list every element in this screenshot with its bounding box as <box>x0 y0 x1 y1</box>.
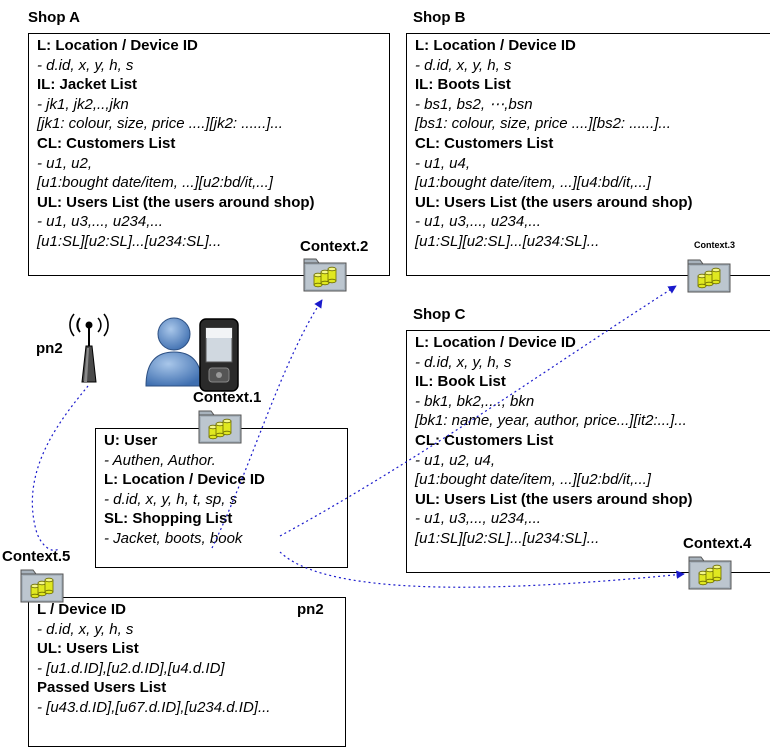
folder-database-icon <box>688 556 732 590</box>
location-heading: L: Location / Device ID <box>104 471 265 489</box>
users-ids: - u1, u3,..., u234,... <box>415 213 541 231</box>
shopping-list-heading: SL: Shopping List <box>104 510 233 528</box>
connector-context1-to-context2 <box>211 299 323 549</box>
users-heading: UL: Users List <box>37 640 139 658</box>
context-5-folder <box>19 566 65 609</box>
customers-heading: CL: Customers List <box>37 134 176 152</box>
shop-b-box: L: Location / Device ID - d.id, x, y, h,… <box>406 33 770 276</box>
pn2-box: L / Device ID pn2 - d.id, x, y, h, s UL:… <box>28 597 346 747</box>
users-ids: - u1, u3,..., u234,... <box>37 213 163 231</box>
customers-detail: [u1:bought date/item, ...][u2:bd/it,...] <box>37 174 273 192</box>
item-list-heading: IL: Book List <box>415 373 506 391</box>
users-ids: - u1, u3,..., u234,... <box>415 510 541 528</box>
item-list-detail: [bk1: name, year, author, price...][it2:… <box>415 412 687 430</box>
folder-database-icon <box>687 259 731 293</box>
connector-context1-to-context4 <box>279 551 685 588</box>
item-list-detail: [jk1: colour, size, price ....][jk2: ...… <box>37 115 283 133</box>
shop-c-box: L: Location / Device ID - d.id, x, y, h,… <box>406 330 770 573</box>
location-heading: L: Location / Device ID <box>415 334 576 351</box>
context-1-label: Context.1 <box>193 389 262 406</box>
customers-detail: [u1:bought date/item, ...][u4:bd/it,...] <box>415 174 651 192</box>
customers-ids: - u1, u2, u4, <box>415 451 496 469</box>
location-heading: L: Location / Device ID <box>37 37 198 54</box>
folder-database-icon <box>20 569 64 603</box>
folder-database-icon <box>198 410 242 444</box>
shop-b-title: Shop B <box>413 9 466 26</box>
shop-a-title: Shop A <box>28 9 80 26</box>
antenna-icon <box>69 313 109 383</box>
user-heading: U: User <box>104 432 158 449</box>
customers-detail: [u1:bought date/item, ...][u2:bd/it,...] <box>415 471 651 489</box>
device-heading: L / Device ID pn2 <box>37 600 337 620</box>
customers-heading: CL: Customers List <box>415 431 554 449</box>
context-3-folder <box>686 256 732 299</box>
users-ids: - [u1.d.ID],[u2.d.ID],[u4.d.ID] <box>37 659 225 677</box>
users-heading: UL: Users List (the users around shop) <box>415 490 693 508</box>
users-detail: [u1:SL][u2:SL]...[u234:SL]... <box>415 232 600 250</box>
shop-c-title: Shop C <box>413 306 466 323</box>
item-list-heading: IL: Boots List <box>415 76 511 94</box>
context-2-folder <box>302 255 348 298</box>
location-heading: L: Location / Device ID <box>415 37 576 54</box>
connector-context1-to-context3 <box>279 285 677 537</box>
item-list-heading: IL: Jacket List <box>37 76 138 94</box>
users-detail: [u1:SL][u2:SL]...[u234:SL]... <box>415 529 600 547</box>
antenna-label: pn2 <box>36 340 63 357</box>
shopping-list-items: - Jacket, boots, book <box>104 529 243 547</box>
users-detail: [u1:SL][u2:SL]...[u234:SL]... <box>37 232 222 250</box>
context-3-label: Context.3 <box>694 240 736 250</box>
location-fields: - d.id, x, y, h, t, sp, s <box>104 490 238 508</box>
passed-users-ids: - [u43.d.ID],[u67.d.ID],[u234.d.ID]... <box>37 698 271 716</box>
location-fields: - d.id, x, y, h, s <box>37 56 134 74</box>
mobile-phone-icon <box>199 318 239 392</box>
context-4-folder <box>687 553 733 596</box>
context-4-label: Context.4 <box>683 535 752 552</box>
context-5-label: Context.5 <box>2 548 71 565</box>
location-fields: - d.id, x, y, h, s <box>415 56 512 74</box>
folder-database-icon <box>303 258 347 292</box>
device-fields: - d.id, x, y, h, s <box>37 620 134 638</box>
context-1-folder <box>197 407 243 450</box>
item-list-ids: - bs1, bs2, ⋯,bsn <box>415 95 533 113</box>
item-list-ids: - jk1, jk2,..,jkn <box>37 95 129 113</box>
item-list-detail: [bs1: colour, size, price ....][bs2: ...… <box>415 115 671 133</box>
users-heading: UL: Users List (the users around shop) <box>37 193 315 211</box>
item-list-ids: - bk1, bk2,...., bkn <box>415 392 535 410</box>
user-box: U: User - Authen, Author. L: Location / … <box>95 428 348 568</box>
customers-ids: - u1, u4, <box>415 154 471 172</box>
customers-ids: - u1, u2, <box>37 154 93 172</box>
context-2-label: Context.2 <box>300 238 369 255</box>
user-auth: - Authen, Author. <box>104 451 216 469</box>
user-icon <box>145 317 203 387</box>
location-fields: - d.id, x, y, h, s <box>415 353 512 371</box>
passed-users-heading: Passed Users List <box>37 679 167 697</box>
customers-heading: CL: Customers List <box>415 134 554 152</box>
device-id-heading: L / Device ID <box>37 601 126 618</box>
connector-antenna-to-context5 <box>31 385 89 551</box>
users-heading: UL: Users List (the users around shop) <box>415 193 693 211</box>
shop-a-box: L: Location / Device ID - d.id, x, y, h,… <box>28 33 390 276</box>
pn2-tag: pn2 <box>297 601 324 618</box>
